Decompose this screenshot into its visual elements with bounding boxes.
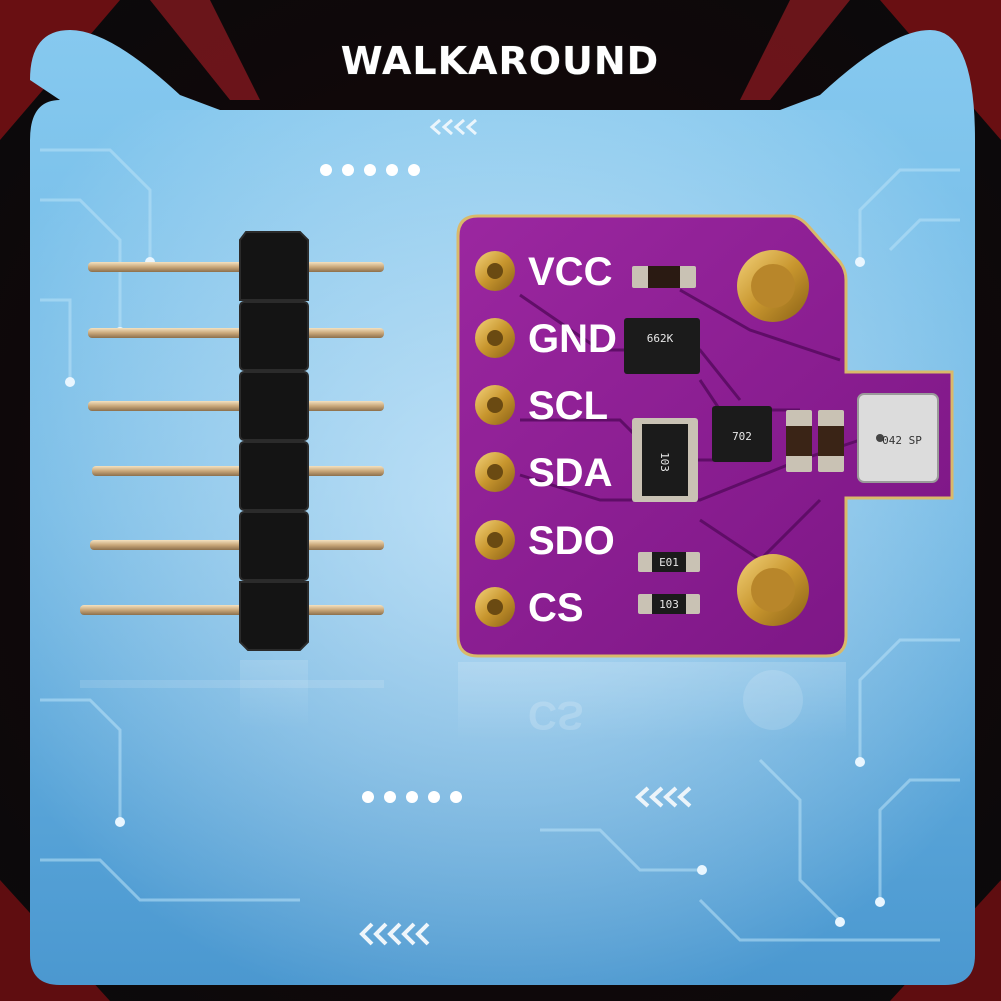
resistor-cs-marking: 103 <box>659 598 679 611</box>
circuit-decoration <box>40 148 960 942</box>
pin-label-sdo: SDO <box>528 519 615 563</box>
resistor-sdo: E01 <box>638 552 700 572</box>
small-ic: 702 <box>712 406 772 462</box>
resistor-cs: 103 <box>638 594 700 614</box>
small-ic-marking: 702 <box>732 430 752 443</box>
regulator-marking: 662K <box>647 332 674 345</box>
banner-title: WALKAROUND <box>341 39 659 83</box>
chevron-decoration-top <box>429 118 477 136</box>
reflection-label: CS <box>528 693 584 737</box>
pin-label-cs: CS <box>528 586 584 630</box>
pcb-outline <box>456 214 954 658</box>
capacitor-top <box>632 266 696 288</box>
sensor-board: VCC GND SCL SDA SDO CS 662K 103 702 <box>456 214 954 658</box>
header-plastic-body <box>239 231 309 651</box>
dot-row-bottom <box>362 791 462 803</box>
pin-header <box>80 231 384 651</box>
network-marking: 103 <box>658 452 671 472</box>
chevron-decoration-middle <box>635 786 692 808</box>
resistor-network: 103 <box>632 418 698 502</box>
resistor-sdo-marking: E01 <box>659 556 679 569</box>
chevron-decoration-bottom <box>359 922 430 946</box>
capacitor-pair <box>786 410 844 472</box>
solder-pads <box>475 251 515 627</box>
voltage-regulator: 662K <box>624 318 700 374</box>
pin-label-scl: SCL <box>528 384 608 428</box>
mounting-holes <box>737 250 809 626</box>
pressure-sensor: 042 SP <box>857 393 939 483</box>
header-reflection <box>80 660 384 730</box>
pin-label-sda: SDA <box>528 451 612 495</box>
board-reflection: CS <box>458 662 846 742</box>
pin-label-gnd: GND <box>528 317 617 361</box>
sensor-marking: 042 SP <box>882 434 922 447</box>
dot-row-top <box>320 164 420 176</box>
pin-label-vcc: VCC <box>528 250 612 294</box>
